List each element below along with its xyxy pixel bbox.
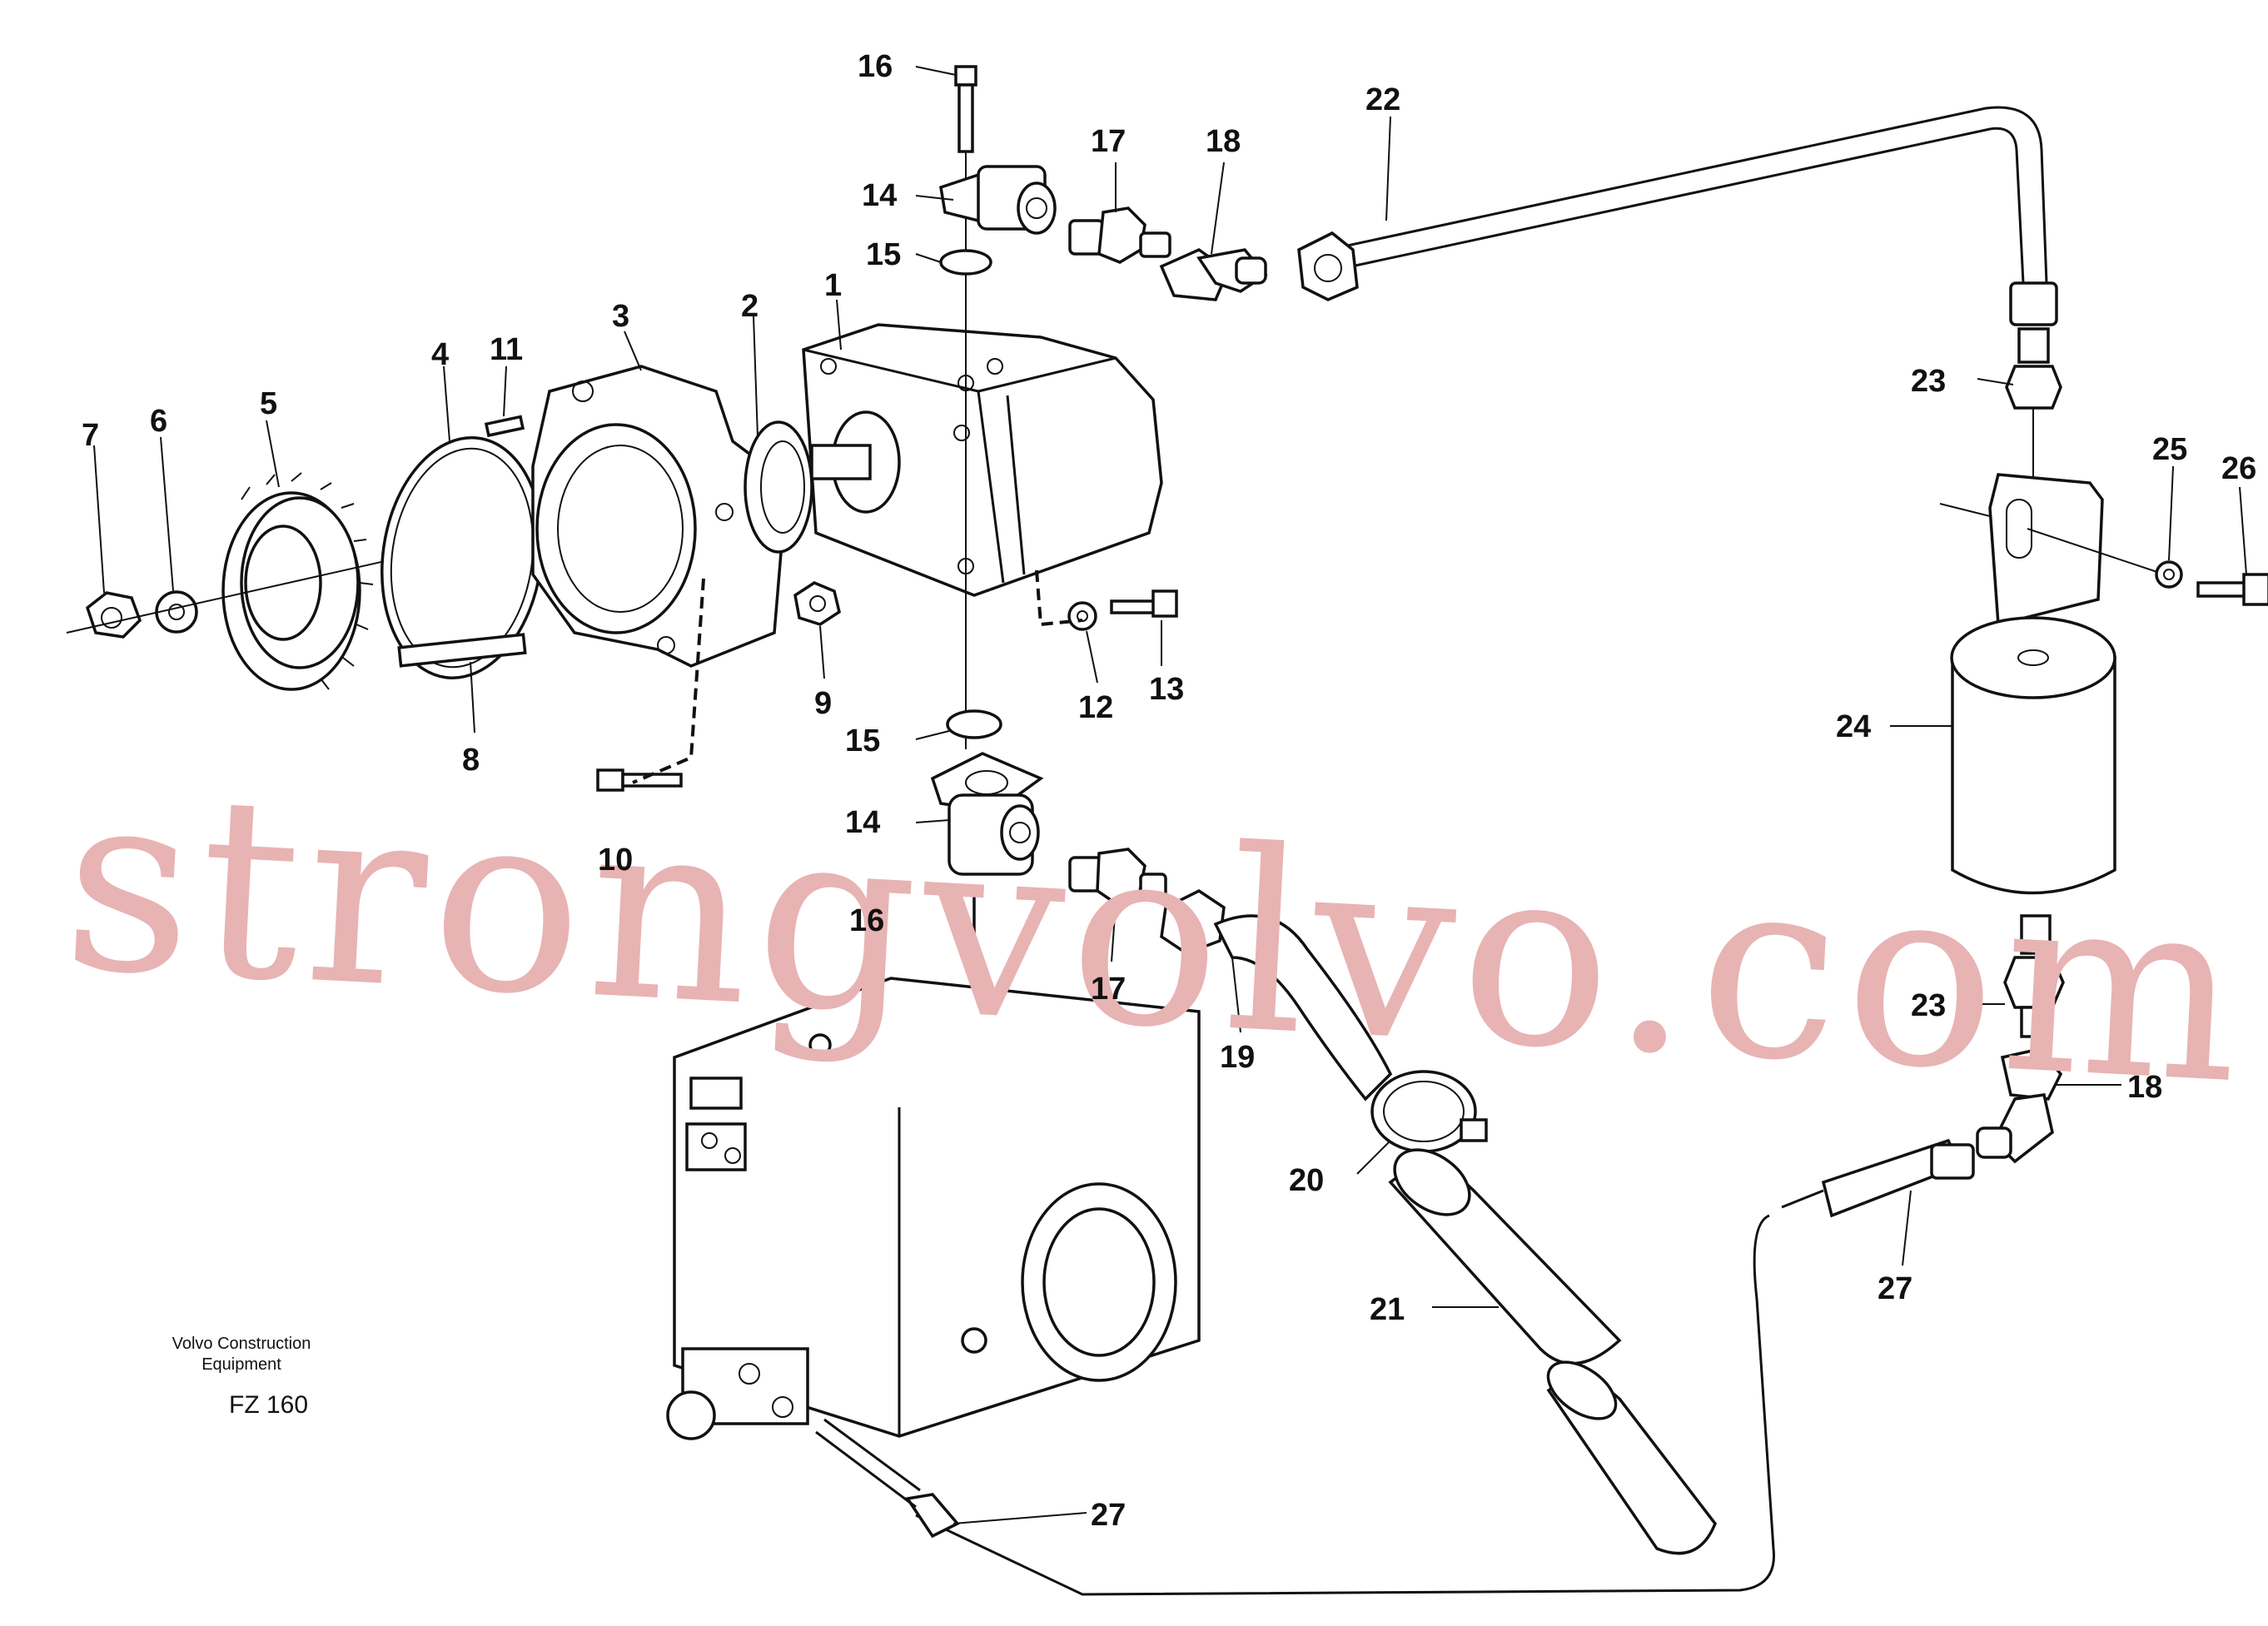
nipple-lower-pump [1068, 848, 1167, 905]
figure-code: FZ 160 [229, 1391, 308, 1419]
lock-nut [85, 591, 142, 639]
callout-16-lower: 16 [849, 903, 884, 938]
callout-labels: 1 2 3 4 5 6 7 8 9 10 11 12 13 14 15 16 1… [82, 49, 2256, 1533]
callout-16-top: 16 [858, 49, 893, 84]
callout-15-top: 15 [866, 237, 901, 272]
bolt-lower-stud [957, 893, 976, 934]
leader-lines [93, 66, 2247, 1524]
callout-26: 26 [2221, 451, 2256, 486]
stud [397, 633, 527, 668]
callout-12: 12 [1078, 690, 1113, 725]
callout-18-top: 18 [1206, 124, 1241, 159]
pump-housing [531, 365, 784, 668]
callout-8: 8 [462, 743, 480, 778]
callout-5: 5 [260, 386, 277, 421]
callout-18-lower: 18 [2127, 1070, 2162, 1105]
callout-17-lower: 17 [1091, 972, 1126, 1007]
bolt-top [954, 65, 977, 153]
callout-2: 2 [741, 289, 758, 324]
callout-27-right: 27 [1878, 1271, 1912, 1306]
suction-hose [1160, 888, 1393, 1101]
callout-21: 21 [1370, 1292, 1405, 1327]
callout-11: 11 [490, 332, 523, 367]
elbow-fitting-lower [1976, 1047, 2063, 1164]
filter [1950, 616, 2116, 895]
callout-4: 4 [431, 337, 449, 372]
callout-24: 24 [1836, 709, 1871, 744]
pin [484, 415, 525, 438]
caption-company-line1: Volvo Construction [172, 1335, 311, 1353]
nipple-lower [2003, 914, 2065, 1038]
callout-20: 20 [1289, 1163, 1324, 1198]
o-ring-top [939, 249, 992, 276]
callout-10: 10 [598, 843, 633, 878]
nipple-upper [2005, 327, 2062, 649]
callout-19: 19 [1220, 1040, 1255, 1075]
washer [1067, 601, 1097, 631]
gear-pump [802, 323, 1163, 597]
elbow-fitting-top [1159, 247, 1268, 301]
return-hose [915, 1138, 1975, 1596]
watermark-text: strongvolvo.com [57, 735, 2254, 1140]
elbow-top [939, 165, 1057, 235]
callout-23-top: 23 [1911, 364, 1946, 399]
callout-9: 9 [814, 686, 832, 721]
elbow-lower [930, 752, 1044, 876]
bolt-bracket [2196, 573, 2268, 606]
callout-1: 1 [824, 268, 842, 303]
o-ring-lower [946, 709, 1002, 739]
washer-small [2155, 560, 2183, 589]
filter-bracket [1939, 473, 2104, 627]
nut [793, 581, 841, 626]
callout-13: 13 [1149, 672, 1184, 707]
caption-company-line2: Equipment [201, 1355, 281, 1374]
pipe [1297, 106, 2058, 326]
bolt-right [1110, 589, 1178, 618]
callout-3: 3 [612, 299, 629, 334]
shaft-seal [744, 420, 813, 554]
callout-7: 7 [82, 418, 99, 453]
callout-14-lower: 14 [845, 805, 880, 840]
suction-tube [1388, 1148, 1717, 1555]
nipple-top [1068, 206, 1171, 264]
callout-15-lower: 15 [845, 723, 880, 758]
drain-hose [815, 1418, 960, 1539]
callout-27-lower: 27 [1091, 1498, 1126, 1533]
callout-23-lower: 23 [1911, 988, 1946, 1023]
callout-14-top: 14 [862, 178, 897, 213]
callout-22: 22 [1365, 82, 1400, 117]
callout-6: 6 [150, 404, 167, 439]
gear [221, 472, 374, 691]
callout-25: 25 [2152, 432, 2187, 467]
callout-17-top: 17 [1091, 124, 1126, 159]
hydraulic-tank [666, 977, 1201, 1440]
hose-clamp [1370, 1070, 1488, 1153]
